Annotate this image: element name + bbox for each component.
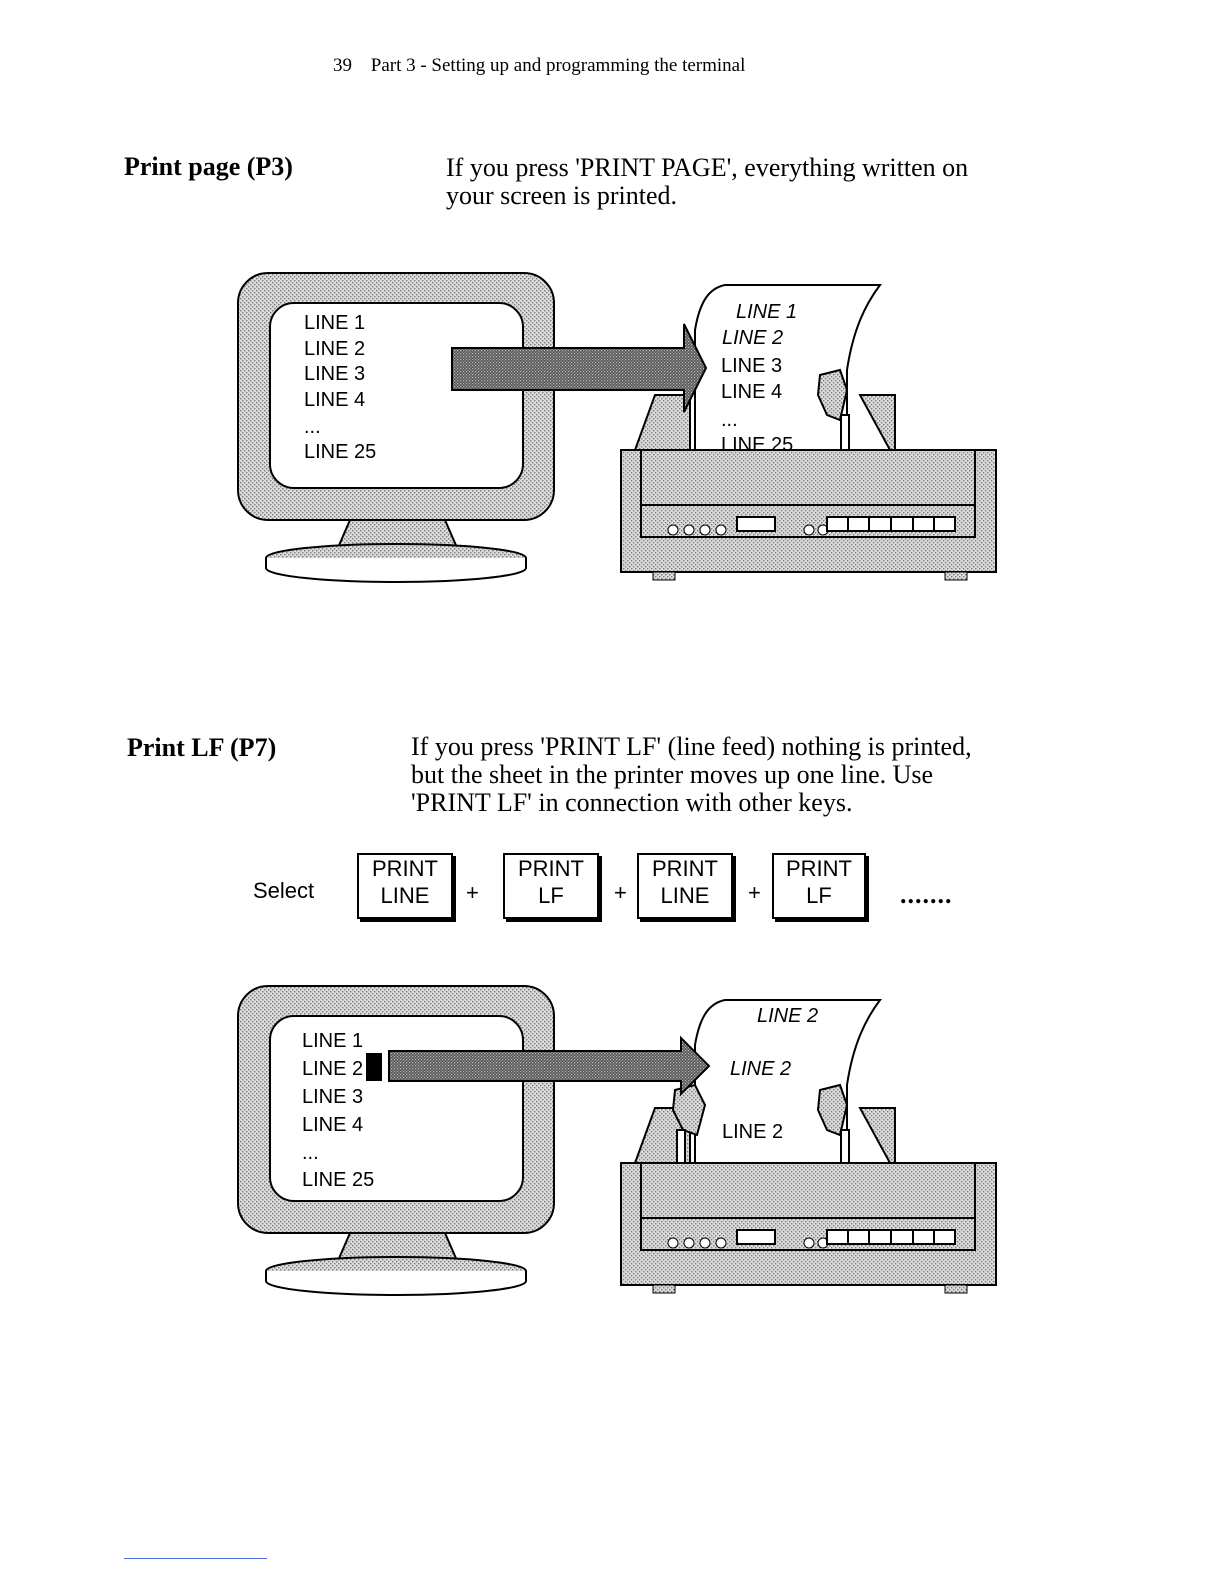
screen-line: LINE 25: [304, 441, 376, 463]
paper-line: LINE 2: [730, 1058, 791, 1080]
plus-sign: +: [614, 880, 627, 905]
paper-line: LINE 25: [721, 434, 793, 456]
arrow-icon: [388, 1035, 711, 1097]
screen-line: LINE 3: [302, 1086, 363, 1108]
monitor-illustration: LINE 1 LINE 2 LINE 3 LINE 4 ... LINE 25: [237, 272, 555, 583]
screen-line: LINE 2: [304, 338, 365, 360]
screen-line: ...: [302, 1142, 319, 1164]
text-line: If you press 'PRINT PAGE', everything wr…: [446, 153, 969, 182]
screen-line: LINE 4: [302, 1114, 363, 1136]
paragraph-print-page: If you press 'PRINT PAGE', everything wr…: [446, 154, 968, 210]
printer-illustration: LINE 2 LINE 2 LINE 2: [620, 999, 997, 1294]
paper-line: LINE 2: [722, 1121, 783, 1143]
screen-line: LINE 4: [304, 389, 365, 411]
cursor-block: [366, 1053, 382, 1081]
running-header: 39 Part 3 - Setting up and programming t…: [333, 55, 745, 77]
printer-illustration: LINE 1 LINE 2 LINE 3 LINE 4 ... LINE 25: [620, 284, 997, 581]
monitor-illustration: LINE 1 LINE 2 LINE 3 LINE 4 ... LINE 25: [237, 985, 555, 1296]
text-line: 'PRINT LF' in connection with other keys…: [411, 788, 853, 817]
screen-line: LINE 25: [302, 1169, 374, 1191]
header-title: Part 3 - Setting up and programming the …: [370, 55, 746, 76]
screen-line: LINE 2: [302, 1058, 363, 1080]
plus-sign: +: [748, 880, 761, 905]
select-label: Select: [253, 878, 315, 903]
ellipsis: .......: [900, 880, 953, 909]
paragraph-print-lf: If you press 'PRINT LF' (line feed) noth…: [411, 733, 972, 817]
page-number: 39: [333, 55, 352, 76]
text-line: but the sheet in the printer moves up on…: [411, 760, 934, 789]
paper-line: LINE 2: [722, 327, 783, 349]
text-line: If you press 'PRINT LF' (line feed) noth…: [411, 732, 972, 761]
paper-line: LINE 3: [721, 355, 782, 377]
heading-print-page: Print page (P3): [124, 152, 293, 181]
screen-line: LINE 1: [302, 1030, 363, 1052]
paper-line: LINE 2: [757, 1005, 818, 1027]
plus-sign: +: [466, 880, 479, 905]
paper-line: LINE 4: [721, 381, 782, 403]
screen-line: LINE 1: [304, 312, 365, 334]
text-line: your screen is printed.: [446, 181, 678, 210]
paper-line: LINE 1: [736, 301, 797, 323]
screen-line: ...: [304, 416, 321, 438]
screen-line: LINE 3: [304, 363, 365, 385]
paper-line: ...: [721, 409, 738, 431]
arrow-icon: [451, 323, 708, 413]
heading-print-lf: Print LF (P7): [127, 733, 277, 762]
footnote-rule: [124, 1558, 267, 1559]
